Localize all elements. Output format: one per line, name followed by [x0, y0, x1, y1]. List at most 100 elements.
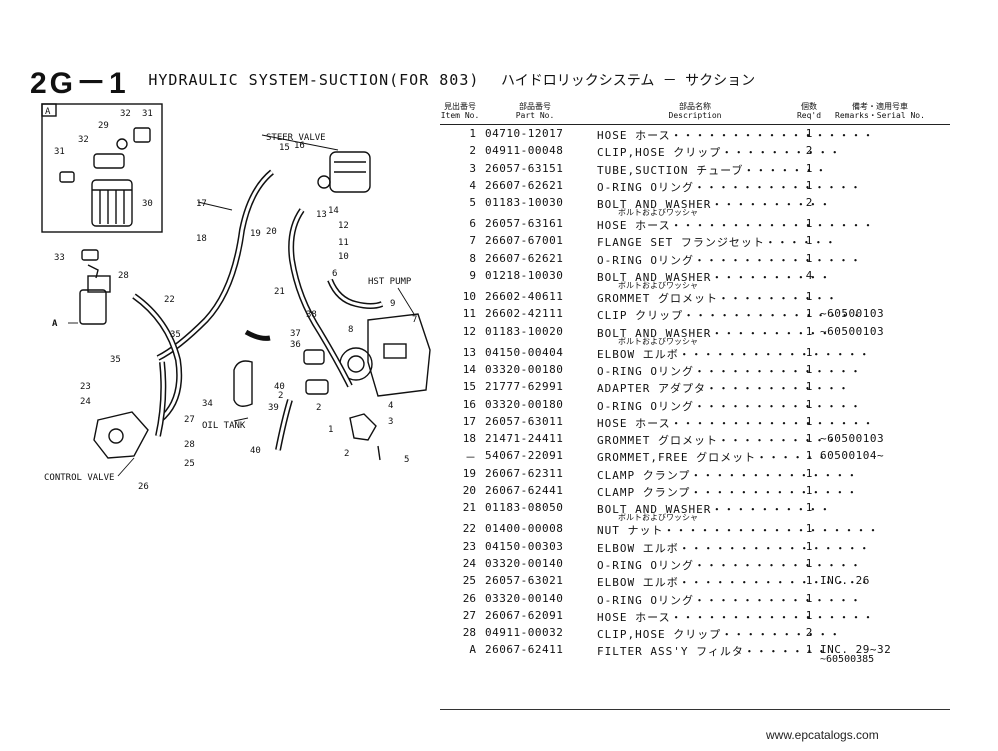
qty-required: 1 [805, 432, 813, 446]
item-no: 28 [462, 626, 476, 640]
part-no: 26607-67001 [485, 234, 564, 248]
hdr-rem-en: Remarks・Serial No. [835, 111, 925, 120]
part-no: 01218-10030 [485, 269, 564, 283]
qty-required: 1 [805, 251, 813, 265]
part-no: 26067-62441 [485, 484, 564, 498]
qty-required: 1 [805, 397, 813, 411]
item-no: 22 [462, 522, 476, 536]
callout-21: 21 [274, 287, 285, 297]
item-no: 19 [462, 466, 476, 480]
remarks: INC. 26 [820, 574, 870, 588]
qty-required: 4 [805, 269, 813, 283]
item-no: 1 [469, 127, 476, 140]
callout-5: 5 [404, 455, 409, 465]
item-no: 5 [469, 196, 476, 210]
description: CLAMP クランプ・・・・・・・・・・・・・・ [597, 486, 859, 500]
qty-required: 1 [805, 161, 813, 175]
item-no: A [469, 643, 476, 657]
description: GROMMET,FREE グロメット・・・・・・ [597, 451, 829, 465]
qty-required: 1 [805, 290, 813, 304]
callout-35: 35 [170, 330, 181, 340]
hdr-item-en: Item No. [440, 111, 480, 120]
part-no: 04710-12017 [485, 127, 564, 140]
part-no: 03320-00180 [485, 397, 564, 411]
callout-17: 17 [196, 199, 207, 209]
callout-16: 16 [294, 141, 305, 151]
callout-25: 25 [184, 459, 195, 469]
callout-7: 7 [412, 315, 417, 325]
description: CLAMP クランプ・・・・・・・・・・・・・・ [597, 468, 859, 482]
part-no: 26607-62621 [485, 251, 564, 265]
bottom-rule [440, 709, 950, 710]
part-no: 03320-00140 [485, 591, 564, 605]
item-no: 17 [462, 414, 476, 428]
callout-4: 4 [388, 401, 393, 411]
callout-19: 19 [250, 229, 261, 239]
part-no: 03320-00180 [485, 362, 564, 376]
callout-40b: 40 [250, 446, 261, 456]
item-no: 6 [469, 217, 476, 231]
item-no: 14 [462, 362, 476, 376]
description: ELBOW エルボ・・・・・・・・・・・・・・・・ [597, 541, 871, 555]
part-no: 21471-24411 [485, 432, 564, 446]
item-no: 10 [462, 290, 476, 304]
description: O-RING Oリング・・・・・・・・・・・・・・ [597, 593, 862, 607]
item-no: － [465, 451, 476, 465]
footer-site[interactable]: www.epcatalogs.com [766, 728, 879, 742]
label-arrow-a: A [52, 319, 58, 329]
part-no: 54067-22091 [485, 449, 564, 463]
hdr-rem-jp: 備考・適用号車 [852, 102, 908, 111]
part-no: 04911-00048 [485, 144, 564, 158]
description: CLIP,HOSE クリップ・・・・・・・・・・ [597, 146, 842, 160]
description-sub: ボルトおよびワッシャ [618, 513, 698, 523]
description-sub: ボルトおよびワッシャ [618, 208, 698, 218]
callout-14: 14 [328, 206, 339, 216]
description: FLANGE SET フランジセット・・・・・・ [597, 236, 837, 250]
callout-34: 34 [202, 399, 213, 409]
description: HOSE ホース・・・・・・・・・・・・・・・・・ [597, 610, 875, 624]
hdr-qty-en: Req'd [796, 111, 822, 120]
callout-30: 30 [142, 199, 153, 209]
callout-2c: 2 [278, 391, 283, 401]
description: CLIP,HOSE クリップ・・・・・・・・・・ [597, 628, 842, 642]
description: NUT ナット・・・・・・・・・・・・・・・・・・ [597, 524, 880, 538]
qty-required: 1 [805, 127, 813, 140]
part-no: 01183-10030 [485, 196, 564, 210]
description: O-RING Oリング・・・・・・・・・・・・・・ [597, 253, 862, 267]
qty-required: 1 [805, 217, 813, 231]
hdr-qty-jp: 個数 [801, 102, 817, 111]
description: GROMMET グロメット・・・・・・・・・・ [597, 292, 838, 306]
qty-required: 1 [805, 324, 813, 338]
qty-required: 1 [805, 522, 813, 536]
callout-6: 6 [332, 269, 337, 279]
description: HOSE ホース・・・・・・・・・・・・・・・・・ [597, 219, 875, 233]
description-sub: ボルトおよびワッシャ [618, 336, 698, 346]
description: BOLT AND WASHER・・・・・・・・・・ [597, 271, 832, 285]
section-name: HYDRAULIC SYSTEM-SUCTION(FOR 803) [148, 71, 480, 89]
callout-2: 2 [316, 403, 321, 413]
callout-2b: 2 [344, 449, 349, 459]
part-no: 26057-63161 [485, 217, 564, 231]
item-no: 20 [462, 484, 476, 498]
callout-37: 37 [290, 329, 301, 339]
item-no: 11 [462, 307, 476, 321]
description: CLIP クリップ・・・・・・・・・・・・・・・ [597, 309, 864, 323]
callout-33: 33 [54, 253, 65, 263]
qty-required: 1 [805, 539, 813, 553]
page-title: 2G－1 HYDRAULIC SYSTEM-SUCTION(FOR 803) ハ… [30, 58, 755, 102]
description: FILTER ASS'Y フィルタ・・・・・・・ [597, 645, 828, 659]
label-steer-valve: STEER VALVE [266, 133, 326, 143]
description: O-RING Oリング・・・・・・・・・・・・・・ [597, 180, 862, 194]
